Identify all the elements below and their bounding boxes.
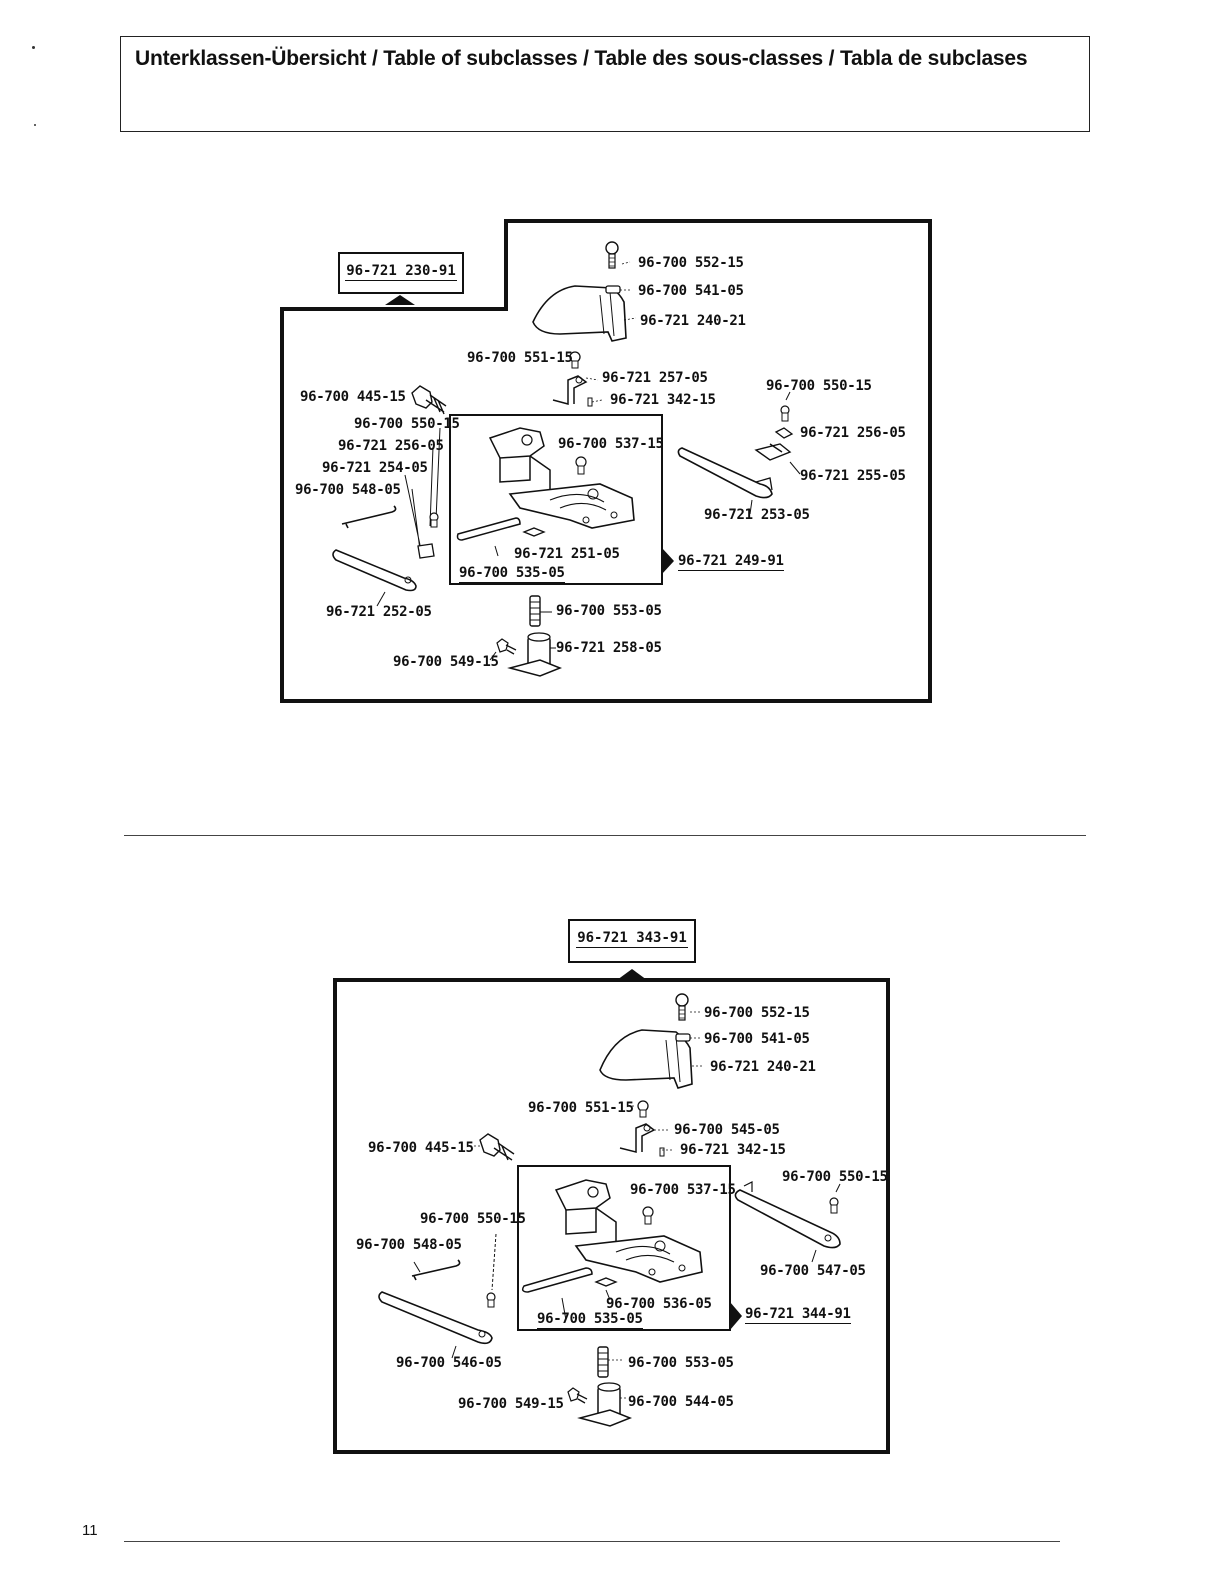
part-label-342-15: 96-721 342-15 [680,1142,786,1158]
part-label-550-15-left: 96-700 550-15 [420,1211,526,1227]
part-label-553-05: 96-700 553-05 [628,1355,734,1371]
part-label-548-05: 96-700 548-05 [356,1237,462,1253]
part-label-552-15: 96-700 552-15 [704,1005,810,1021]
part-label-547-05: 96-700 547-05 [760,1263,866,1279]
margin-mark [32,46,35,49]
page-number: 11 [82,1522,98,1539]
part-label-254-05: 96-721 254-05 [322,460,428,476]
part-label-537-15: 96-700 537-15 [630,1182,736,1198]
part-label-240-21: 96-721 240-21 [640,313,746,329]
part-label-546-05: 96-700 546-05 [396,1355,502,1371]
part-label-256-05-right: 96-721 256-05 [800,425,906,441]
part-label-253-05: 96-721 253-05 [704,507,810,523]
part-label-342-15: 96-721 342-15 [610,392,716,408]
part-label-544-05: 96-700 544-05 [628,1394,734,1410]
part-label-258-05: 96-721 258-05 [556,640,662,656]
part-label-552-15: 96-700 552-15 [638,255,744,271]
part-label-251-05: 96-721 251-05 [514,546,620,562]
part-label-550-15-right: 96-700 550-15 [782,1169,888,1185]
assembly-label-343-91: 96-721 343-91 [568,919,696,963]
part-label-256-05-left: 96-721 256-05 [338,438,444,454]
part-label-548-05: 96-700 548-05 [295,482,401,498]
assembly-label-text: 96-721 343-91 [576,930,688,948]
header-box: Unterklassen-Übersicht / Table of subcla… [120,36,1090,132]
part-label-549-15: 96-700 549-15 [458,1396,564,1412]
part-label-541-05: 96-700 541-05 [704,1031,810,1047]
part-label-550-15-left: 96-700 550-15 [354,416,460,432]
part-label-545-05: 96-700 545-05 [674,1122,780,1138]
section-divider [124,835,1086,836]
part-label-535-05: 96-700 535-05 [537,1311,643,1329]
part-label-551-15: 96-700 551-15 [528,1100,634,1116]
part-label-257-05: 96-721 257-05 [602,370,708,386]
subassembly-label-249-91: 96-721 249-91 [678,553,784,571]
part-label-255-05: 96-721 255-05 [800,468,906,484]
part-label-535-05: 96-700 535-05 [459,565,565,583]
part-label-537-15: 96-700 537-15 [558,436,664,452]
part-label-550-15-right: 96-700 550-15 [766,378,872,394]
part-label-553-05: 96-700 553-05 [556,603,662,619]
part-label-252-05: 96-721 252-05 [326,604,432,620]
assembly-label-230-91: 96-721 230-91 [338,252,464,294]
part-label-445-15: 96-700 445-15 [368,1140,474,1156]
part-label-549-15: 96-700 549-15 [393,654,499,670]
part-label-541-05: 96-700 541-05 [638,283,744,299]
assembly-label-text: 96-721 230-91 [345,263,457,281]
part-label-445-15: 96-700 445-15 [300,389,406,405]
part-label-536-05: 96-700 536-05 [606,1296,712,1312]
footer-rule [124,1541,1060,1542]
part-label-551-15: 96-700 551-15 [467,350,573,366]
subassembly-label-344-91: 96-721 344-91 [745,1306,851,1324]
margin-mark [34,124,36,126]
part-label-240-21: 96-721 240-21 [710,1059,816,1075]
page-title: Unterklassen-Übersicht / Table of subcla… [135,47,1028,70]
